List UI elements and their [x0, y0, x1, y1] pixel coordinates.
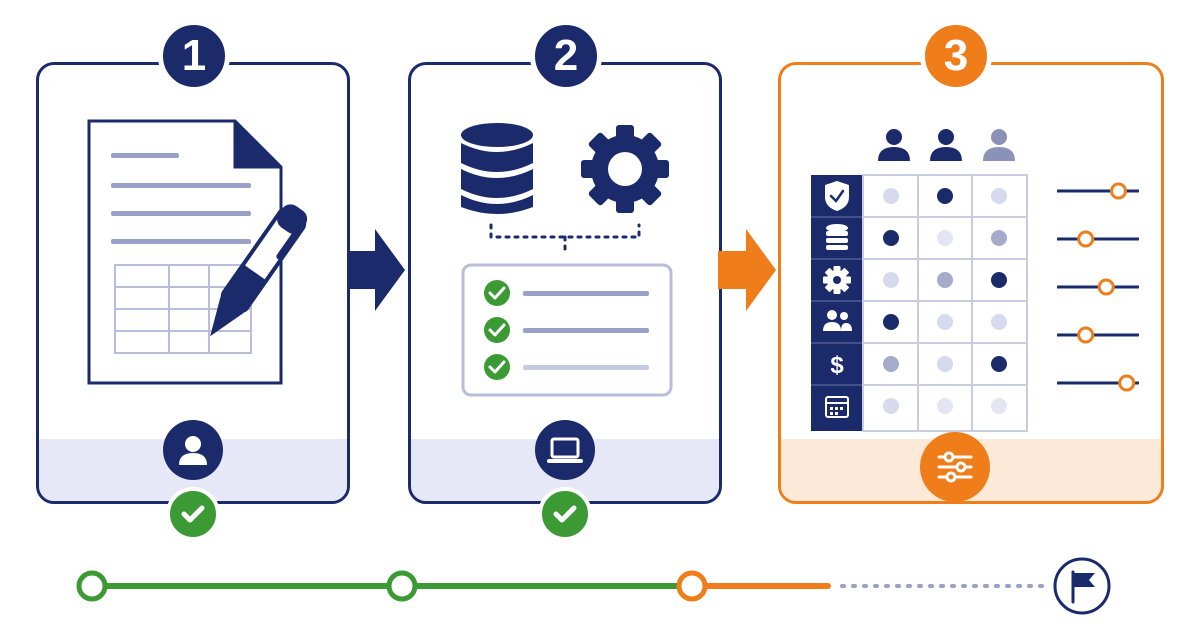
database-icon [461, 123, 533, 214]
dollar-icon: $ [830, 352, 844, 379]
database-gear-icon [461, 123, 673, 397]
progress-node-step-2 [386, 570, 418, 602]
check-icon [484, 280, 510, 306]
matrix-cell-dot [991, 398, 1007, 414]
matrix-cell-dot [883, 356, 899, 372]
matrix-cell-dot [991, 314, 1007, 330]
user-icon [930, 129, 962, 161]
matrix-cell-dot [937, 314, 953, 330]
matrix-cell-dot [991, 356, 1007, 372]
progress-node-step-3 [676, 570, 708, 602]
gear-icon [823, 266, 851, 294]
slider-knob [1077, 230, 1095, 248]
matrix-cell-dot [883, 272, 899, 288]
arrow-right-icon [347, 229, 405, 311]
step-1-panel [36, 62, 350, 504]
database-icon [826, 224, 848, 250]
check-icon [484, 354, 510, 380]
step-3-badge: 3 [920, 20, 992, 92]
shield-check-icon [825, 181, 849, 211]
sliders-icon [920, 432, 990, 502]
gear-icon [581, 125, 669, 213]
step-2-badge: 2 [530, 20, 602, 92]
step-1-badge: 1 [158, 20, 230, 92]
laptop-icon [535, 420, 595, 480]
matrix-cell-dot [937, 230, 953, 246]
matrix-icon: $ [811, 129, 1139, 432]
slider-knob [1077, 326, 1095, 344]
slider-knob [1097, 278, 1115, 296]
progress-node-step-1 [76, 570, 108, 602]
matrix-cell-dot [883, 188, 899, 204]
matrix-cell-dot [937, 356, 953, 372]
progress-track [76, 557, 1111, 615]
matrix-cell-dot [883, 398, 899, 414]
matrix-cell-dot [883, 314, 899, 330]
user-icon [983, 129, 1015, 161]
matrix-cell-dot [991, 230, 1007, 246]
step-2-complete-check-icon [538, 487, 592, 541]
arrow-right-icon [718, 229, 776, 311]
document-edit-icon [87, 119, 308, 385]
user-icon [163, 420, 223, 480]
matrix-cell-dot [991, 272, 1007, 288]
flag-icon [1053, 557, 1111, 615]
users-icon [823, 310, 852, 331]
matrix-cell-dot [937, 188, 953, 204]
matrix-cell-dot [937, 398, 953, 414]
matrix-cell-dot [991, 188, 1007, 204]
slider-knob [1118, 374, 1136, 392]
check-icon [484, 317, 510, 343]
matrix-cell-dot [937, 272, 953, 288]
matrix-cell-dot [883, 230, 899, 246]
slider-knob [1110, 182, 1127, 200]
step-1-complete-check-icon [166, 487, 220, 541]
user-icon [878, 129, 910, 161]
calendar-icon [825, 396, 849, 418]
